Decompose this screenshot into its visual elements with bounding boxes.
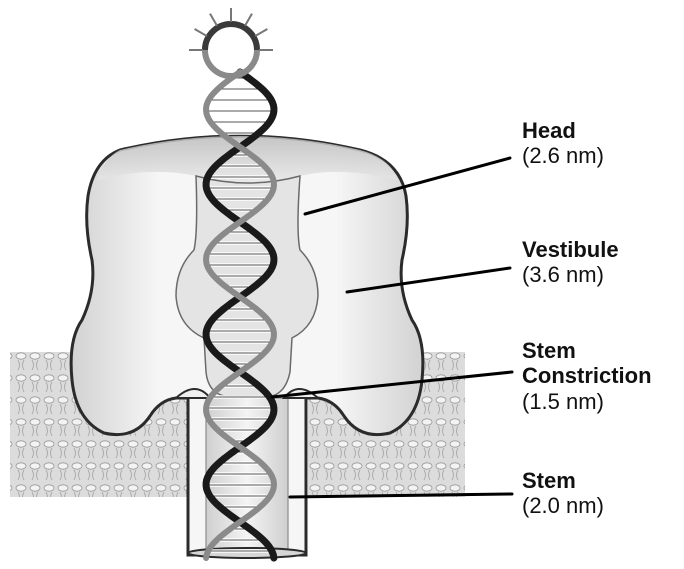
label-constriction-size: (1.5 nm) xyxy=(522,389,652,414)
dna-loop-base xyxy=(245,14,252,26)
dna-loop-base xyxy=(195,29,207,36)
label-head-name: Head xyxy=(522,118,604,143)
label-stem-name: Stem xyxy=(522,468,604,493)
stem-channel xyxy=(206,398,288,555)
label-vestibule: Vestibule (3.6 nm) xyxy=(522,237,619,288)
label-stem: Stem (2.0 nm) xyxy=(522,468,604,519)
label-head-size: (2.6 nm) xyxy=(522,143,604,168)
label-vestibule-name: Vestibule xyxy=(522,237,619,262)
label-vestibule-size: (3.6 nm) xyxy=(522,262,619,287)
label-head: Head (2.6 nm) xyxy=(522,118,604,169)
label-stem-constriction: Stem Constriction (1.5 nm) xyxy=(522,338,652,414)
label-stem-size: (2.0 nm) xyxy=(522,493,604,518)
label-constriction-name-line1: Stem xyxy=(522,338,652,363)
dna-loop-base xyxy=(255,29,267,36)
dna-loop-base xyxy=(210,14,217,26)
dna-hairpin-arc xyxy=(205,24,257,50)
label-constriction-name-line2: Constriction xyxy=(522,363,652,388)
